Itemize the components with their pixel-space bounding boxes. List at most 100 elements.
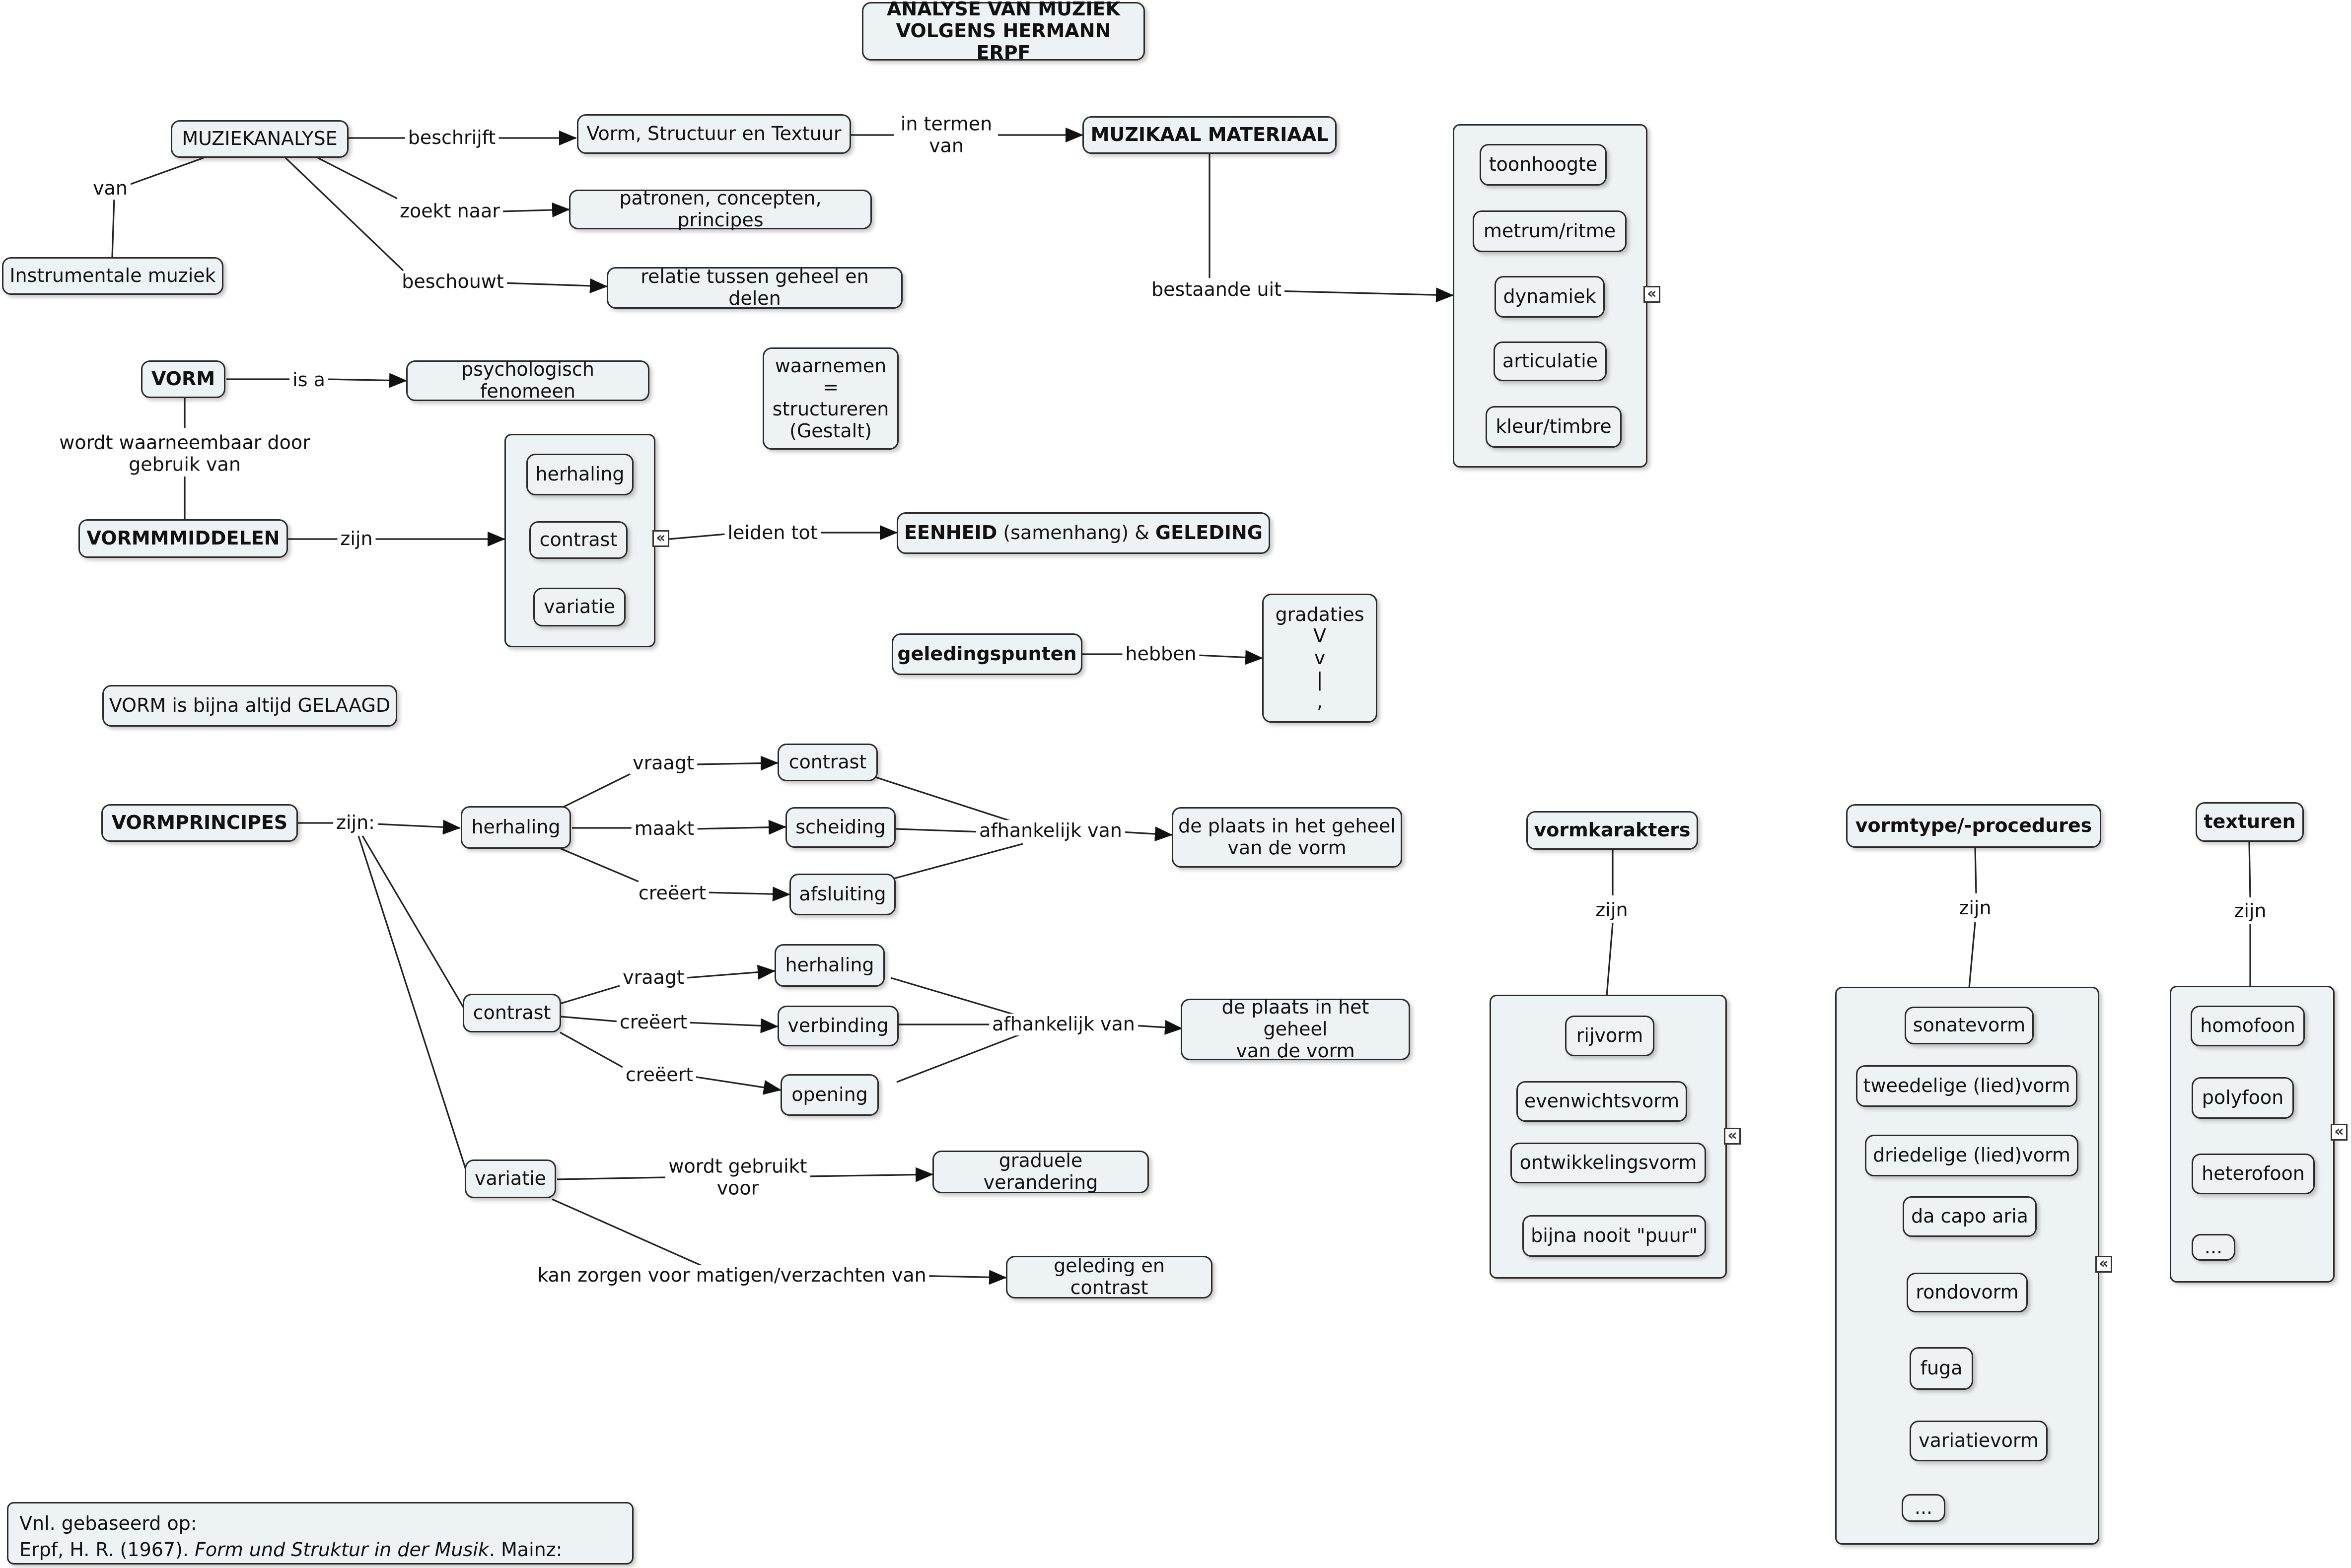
node-vorm-structuur-textuur[interactable]: Vorm, Structuur en Textuur [577, 114, 851, 154]
edge-zijn-vtgroup [1968, 922, 1976, 988]
label-c-vraagt: vraagt [620, 966, 687, 989]
edge-cvraagt-herhaling [686, 964, 776, 980]
node-vormtype[interactable]: vormtype/-procedures [1846, 804, 2101, 848]
item-rondovorm[interactable]: rondovorm [1907, 1273, 2028, 1312]
node-principe-variatie[interactable]: variatie [465, 1159, 556, 1198]
edge-zijn-vkgroup [1606, 923, 1614, 996]
collapse-toggle-icon[interactable]: « [652, 530, 669, 547]
item-variatie[interactable]: variatie [533, 588, 626, 626]
node-geledingspunten[interactable]: geledingspunten [892, 633, 1082, 675]
node-h-scheiding[interactable]: scheiding [785, 807, 896, 848]
node-psychologisch-fenomeen[interactable]: psychologisch fenomeen [406, 358, 649, 402]
collapse-toggle-icon[interactable]: « [1724, 1128, 1741, 1145]
item-articulatie[interactable]: articulatie [1494, 341, 1607, 381]
label-beschrijft: beschrijft [405, 127, 499, 149]
map-title: ANALYSE VAN MUZIEK VOLGENS HERMANN ERPF [862, 0, 1145, 64]
node-instrumentale-muziek[interactable]: Instrumentale muziek [2, 257, 223, 295]
node-patronen[interactable]: patronen, concepten, principes [569, 187, 872, 231]
item-sonatevorm[interactable]: sonatevorm [1905, 1007, 2034, 1044]
node-vorm-gelaagd[interactable]: VORM is bijna altijd GELAAGD [102, 685, 397, 727]
item-bijna-nooit-puur[interactable]: bijna nooit "puur" [1522, 1215, 1706, 1257]
label-beschouwt: beschouwt [399, 271, 507, 293]
edge-herhaling-vraagt [559, 771, 634, 810]
item-fuga[interactable]: fuga [1910, 1347, 1973, 1390]
node-waarnemen[interactable]: waarnemen = structureren (Gestalt) [763, 347, 899, 450]
edge-afsluiting-afh [893, 843, 1023, 880]
item-ontwikkelingsvorm[interactable]: ontwikkelingsvorm [1510, 1143, 1706, 1183]
reference-book-title: Form und Struktur in der Musik [195, 1539, 489, 1561]
item-da-capo-aria[interactable]: da capo aria [1903, 1196, 2037, 1237]
node-h-afsluiting[interactable]: afsluiting [789, 874, 896, 915]
item-contrast[interactable]: contrast [529, 521, 628, 559]
item-kleur-timbre[interactable]: kleur/timbre [1486, 406, 1622, 448]
node-vormprincipes[interactable]: VORMPRINCIPES [101, 804, 298, 842]
item-rijvorm[interactable]: rijvorm [1565, 1016, 1654, 1056]
node-h-contrast[interactable]: contrast [778, 744, 878, 781]
edge-variatie-gebruikt [557, 1176, 666, 1180]
label-c-creeert-2: creëert [622, 1064, 697, 1086]
reference-line1: Vnl. gebaseerd op: [19, 1512, 197, 1534]
item-driedelige-liedvorm[interactable]: driedelige (lied)vorm [1865, 1135, 2078, 1176]
node-vorm[interactable]: VORM [141, 360, 225, 398]
map-title-line2: VOLGENS HERMANN ERPF [896, 20, 1111, 64]
edge-zoekt-patronen [499, 202, 570, 217]
collapse-toggle-icon[interactable]: « [1643, 286, 1660, 303]
item-variatievorm[interactable]: variatievorm [1910, 1421, 2048, 1461]
node-principe-contrast[interactable]: contrast [463, 994, 561, 1032]
label-leiden-tot: leiden tot [724, 522, 821, 544]
edge-zijn-variatie [357, 835, 468, 1173]
item-dynamiek[interactable]: dynamiek [1495, 276, 1605, 318]
edge-vt-zijn [1974, 847, 1977, 894]
label-zijn-colon: zijn: [333, 812, 378, 834]
label-is-a: is a [289, 369, 328, 391]
node-vormmiddelen[interactable]: VORMMMIDDELEN [78, 519, 288, 558]
node-gradaties[interactable]: gradaties V v | , [1262, 594, 1377, 723]
label-zijn: zijn [337, 528, 376, 550]
item-homofoon[interactable]: homofoon [2191, 1006, 2305, 1046]
item-more-texturen[interactable]: ... [2192, 1234, 2235, 1261]
node-graduele-verandering[interactable]: graduele verandering [932, 1150, 1149, 1193]
edge-afh-plaats1 [1120, 826, 1173, 842]
edge-muziekanalyse-van [129, 157, 204, 186]
edge-muziekanalyse-beschouwt [285, 157, 404, 272]
label-afhankelijk-van-1: afhankelijk van [976, 819, 1125, 842]
label-bestaande-uit: bestaande uit [1148, 278, 1284, 301]
node-c-opening[interactable]: opening [781, 1074, 879, 1116]
item-metrum-ritme[interactable]: metrum/ritme [1473, 210, 1627, 252]
node-plaats-1[interactable]: de plaats in het geheel van de vorm [1172, 807, 1402, 868]
label-h-maakt: maakt [631, 818, 698, 840]
item-more-vormtypes[interactable]: ... [1902, 1494, 1945, 1522]
collapse-toggle-icon[interactable]: « [2095, 1256, 2112, 1273]
collapse-toggle-icon[interactable]: « [2331, 1124, 2348, 1141]
label-van: van [90, 177, 131, 200]
item-evenwichtsvorm[interactable]: evenwichtsvorm [1516, 1081, 1687, 1122]
node-eenheid-geleding[interactable]: EENHEID (samenhang) & GELEDING [897, 512, 1270, 554]
edge-van-instrumentale [111, 197, 115, 258]
edge-herhaling-afh2 [890, 977, 1018, 1017]
node-c-herhaling[interactable]: herhaling [775, 944, 885, 987]
item-tweedelige-liedvorm[interactable]: tweedelige (lied)vorm [1856, 1065, 2077, 1107]
node-vormkarakters[interactable]: vormkarakters [1526, 811, 1698, 850]
node-c-verbinding[interactable]: verbinding [778, 1006, 899, 1046]
node-muzikaal-materiaal[interactable]: MUZIKAAL MATERIAAL [1082, 116, 1337, 154]
edge-scheiding-afh [895, 828, 982, 833]
item-toonhoogte[interactable]: toonhoogte [1480, 144, 1607, 186]
node-geleding-contrast[interactable]: geleding en contrast [1006, 1255, 1212, 1298]
item-herhaling[interactable]: herhaling [526, 454, 634, 495]
node-plaats-2[interactable]: de plaats in het geheel van de vorm [1181, 997, 1410, 1062]
edge-variatie-kan [552, 1198, 705, 1268]
label-zoekt-naar: zoekt naar [397, 200, 503, 222]
item-heterofoon[interactable]: heterofoon [2192, 1154, 2315, 1194]
node-texturen[interactable]: texturen [2196, 802, 2304, 842]
label-zijn-vormtypes: zijn [1956, 897, 1995, 919]
node-principe-herhaling[interactable]: herhaling [461, 806, 571, 849]
node-relatie[interactable]: relatie tussen geheel en delen [607, 266, 903, 309]
label-zijn-texturen: zijn [2231, 900, 2270, 922]
node-muziekanalyse[interactable]: MUZIEKANALYSE [171, 120, 349, 158]
edge-beschouwt-relatie [502, 278, 608, 293]
item-polyfoon[interactable]: polyfoon [2192, 1077, 2294, 1119]
edge-isa-psych [326, 373, 407, 388]
map-title-line1: ANALYSE VAN MUZIEK [886, 0, 1121, 20]
